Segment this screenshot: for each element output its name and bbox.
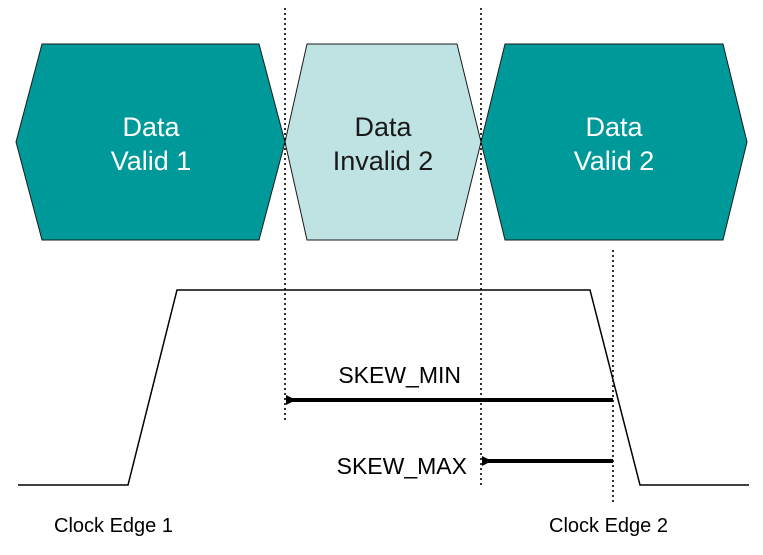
data-invalid-2-block — [284, 43, 482, 241]
block-2-line2: Invalid 2 — [333, 146, 434, 176]
data-valid-2-block — [480, 43, 748, 241]
skew-min-label: SKEW_MIN — [338, 362, 461, 388]
block-1-line1: Data — [122, 112, 180, 142]
block-2-line1: Data — [354, 112, 412, 142]
block-3-line1: Data — [585, 112, 643, 142]
block-3-line2: Valid 2 — [574, 146, 655, 176]
clock-edge-1-label: Clock Edge 1 — [54, 515, 173, 537]
clock-waveform — [18, 289, 749, 486]
clock-edge-2-label: Clock Edge 2 — [549, 515, 668, 537]
block-1-line2: Valid 1 — [111, 146, 192, 176]
skew-max-label: SKEW_MAX — [337, 453, 467, 479]
data-valid-1-block — [15, 43, 286, 241]
